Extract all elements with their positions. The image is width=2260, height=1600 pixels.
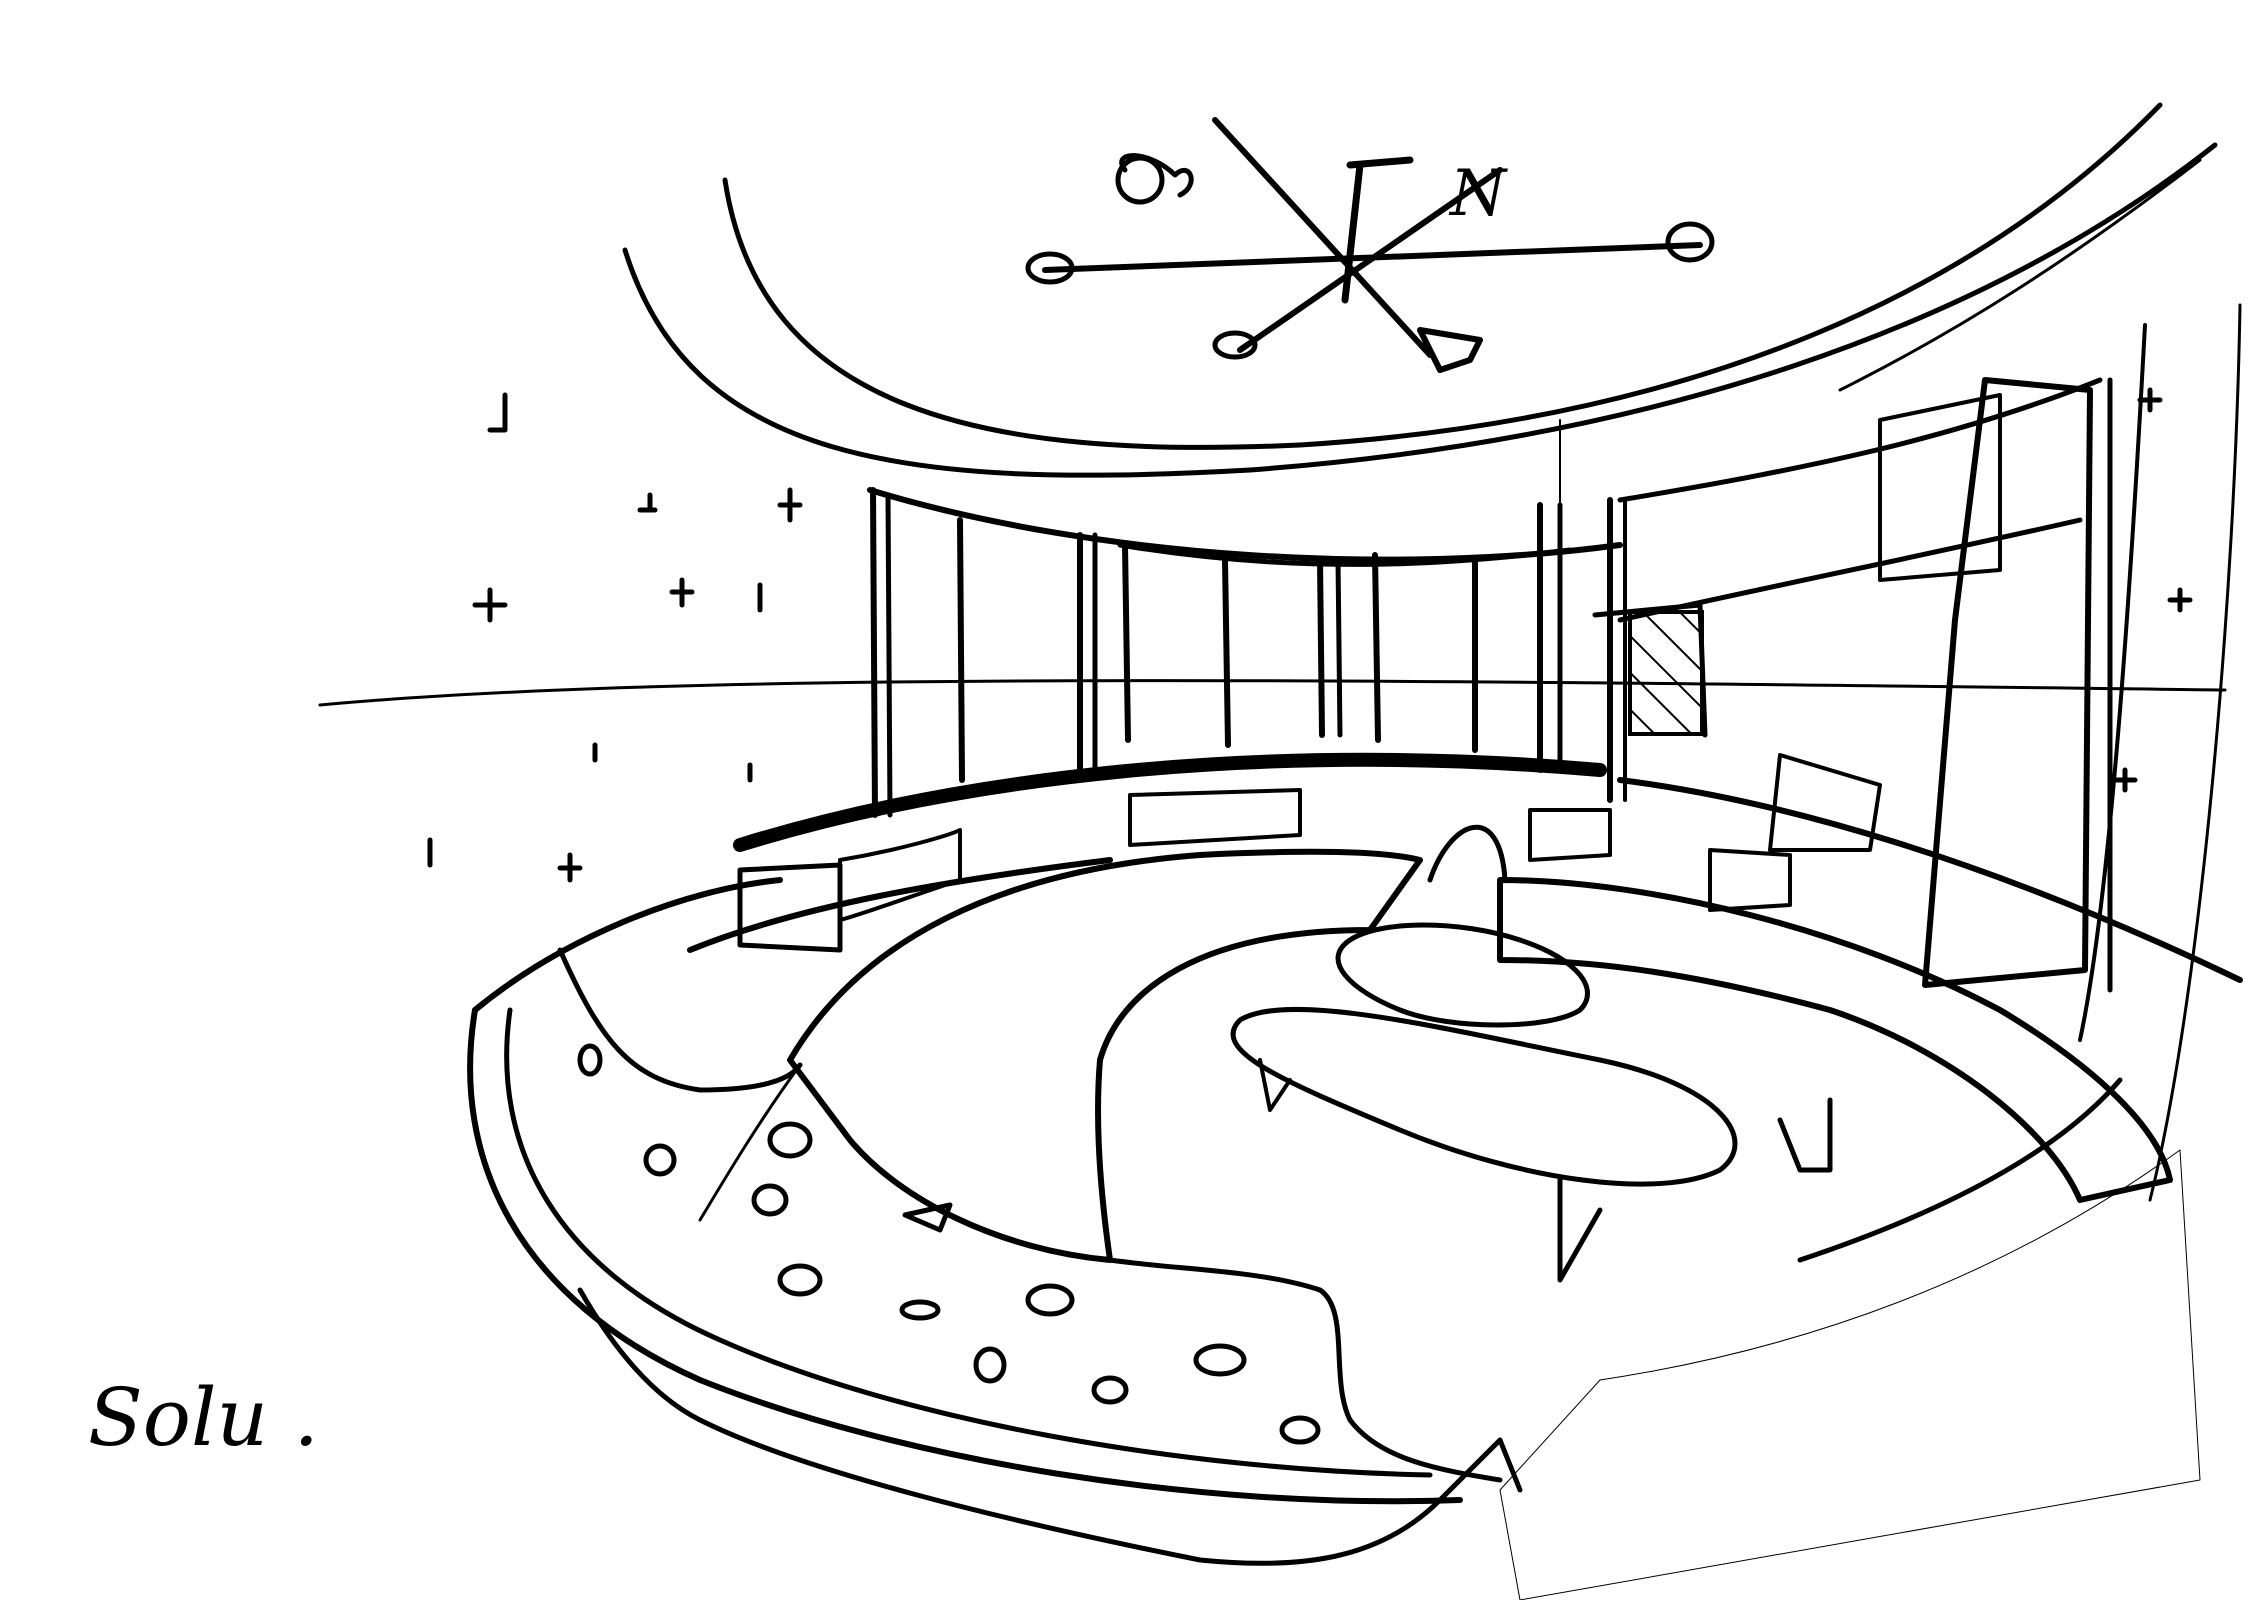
curved-sofa <box>787 848 2173 1263</box>
horizon-line <box>318 679 2227 707</box>
window-wall <box>867 419 1627 818</box>
ceiling-dome <box>622 102 2218 478</box>
compass-north-label: N <box>1448 157 1508 231</box>
seating-ring <box>687 752 2243 983</box>
left-wall-marks <box>427 387 2193 883</box>
right-wall-panels <box>1592 303 2242 1202</box>
central-table <box>1230 824 1833 1283</box>
sketch-caption: Solu . <box>88 1371 319 1464</box>
compass-rose-icon: N <box>1025 117 1715 373</box>
front-platform <box>467 877 1523 1566</box>
floor-planks <box>1499 1077 2201 1600</box>
